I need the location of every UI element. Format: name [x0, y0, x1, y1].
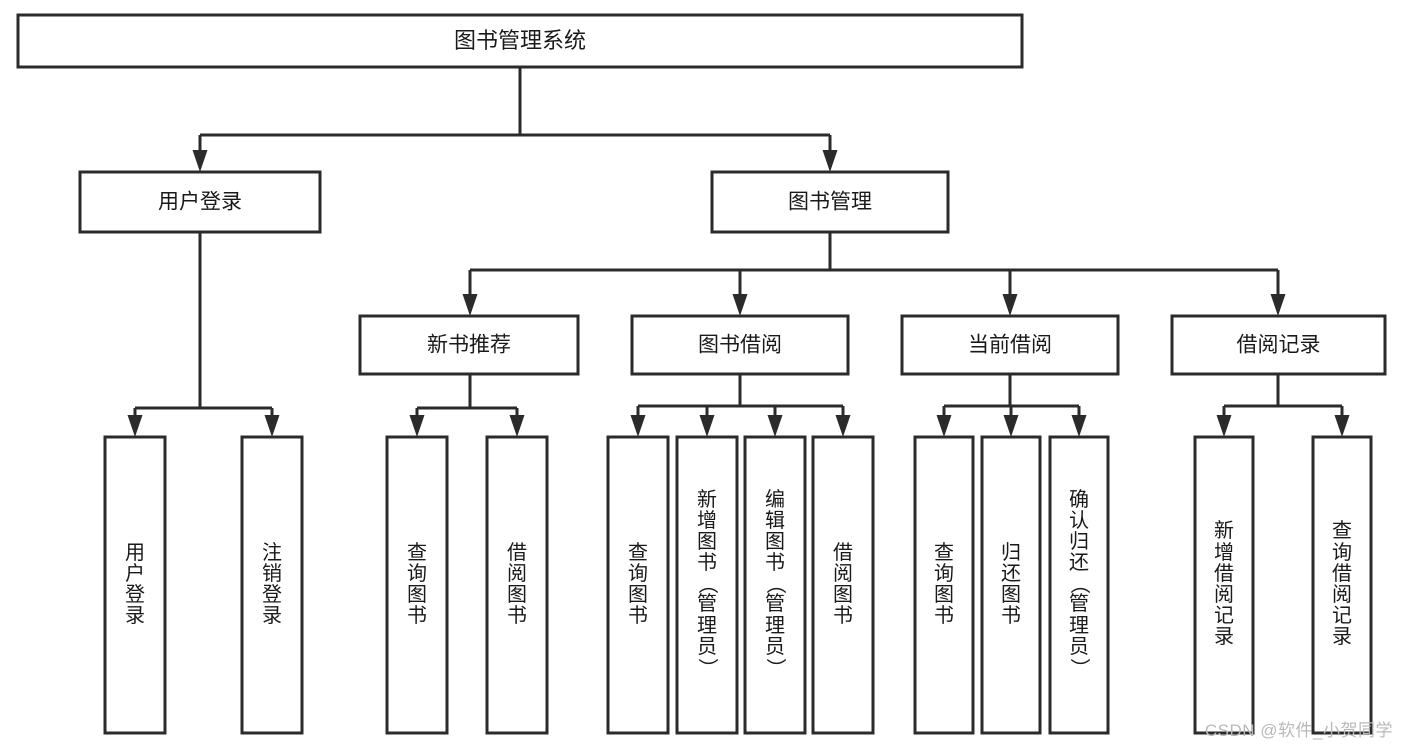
leaf-node-box-11[interactable]: [1193, 435, 1255, 735]
leaf-node-box-8[interactable]: [913, 435, 975, 735]
root-to-level1-branch-0-arrowhead: [192, 150, 208, 172]
level2-node-box-1[interactable]: [630, 314, 850, 376]
books-to-level2-branch-0-arrowhead: [462, 294, 478, 316]
level2-node-box-3[interactable]: [1170, 314, 1387, 376]
box-layer: [16, 13, 1387, 735]
books-to-level2-branch-1-arrowhead: [732, 294, 748, 316]
leaf-node-box-4[interactable]: [606, 435, 670, 735]
leaf-node-box-0[interactable]: [103, 435, 167, 735]
level2-2-to-leaves-branch-1-arrowhead: [1003, 415, 1019, 437]
level2-node-label-0: 新书推荐: [427, 334, 511, 357]
leaf-node-box-1[interactable]: [240, 435, 304, 735]
level2-node-label-1: 图书借阅: [698, 334, 782, 357]
watermark: CSDN @软件_小贺同学: [1204, 721, 1393, 740]
user-login-to-leaves-branch-0-arrowhead: [127, 415, 143, 437]
root-to-level1-branch-1-arrowhead: [822, 150, 838, 172]
level1-node-box-0[interactable]: [78, 170, 322, 234]
leaf-node-box-6[interactable]: [743, 435, 807, 735]
leaf-node-box-5[interactable]: [675, 435, 739, 735]
user-login-to-leaves-branch-1-arrowhead: [264, 415, 280, 437]
level2-1-to-leaves-branch-1-arrowhead: [699, 415, 715, 437]
leaf-node-box-2[interactable]: [385, 435, 449, 735]
books-to-level2-branch-2-arrowhead: [1002, 294, 1018, 316]
level2-1-to-leaves-branch-3-arrowhead: [835, 415, 851, 437]
level2-3-to-leaves-branch-1-arrowhead: [1334, 415, 1350, 437]
level2-node-label-2: 当前借阅: [968, 334, 1052, 357]
level1-node-label-0: 用户登录: [158, 191, 242, 214]
level2-node-box-2[interactable]: [900, 314, 1120, 376]
leaf-node-box-12[interactable]: [1311, 435, 1373, 735]
connector-layer: [127, 67, 1350, 437]
leaf-node-box-7[interactable]: [811, 435, 875, 735]
level2-1-to-leaves-branch-0-arrowhead: [630, 415, 646, 437]
level1-node-label-1: 图书管理: [788, 191, 872, 214]
level2-3-to-leaves-branch-0-arrowhead: [1216, 415, 1232, 437]
level2-1-to-leaves-branch-2-arrowhead: [767, 415, 783, 437]
level2-2-to-leaves-branch-0-arrowhead: [936, 415, 952, 437]
level2-node-label-3: 借阅记录: [1237, 334, 1321, 357]
level2-0-to-leaves-branch-0-arrowhead: [409, 415, 425, 437]
leaf-node-box-9[interactable]: [980, 435, 1042, 735]
leaf-node-box-10[interactable]: [1048, 435, 1110, 735]
root-node-box[interactable]: [16, 13, 1024, 69]
books-to-level2-branch-3-arrowhead: [1270, 294, 1286, 316]
level2-0-to-leaves-branch-1-arrowhead: [509, 415, 525, 437]
root-node-label: 图书管理系统: [454, 28, 586, 53]
level1-node-box-1[interactable]: [710, 170, 950, 234]
leaf-node-box-3[interactable]: [485, 435, 549, 735]
level2-node-box-0[interactable]: [358, 314, 580, 376]
level2-2-to-leaves-branch-2-arrowhead: [1071, 415, 1087, 437]
